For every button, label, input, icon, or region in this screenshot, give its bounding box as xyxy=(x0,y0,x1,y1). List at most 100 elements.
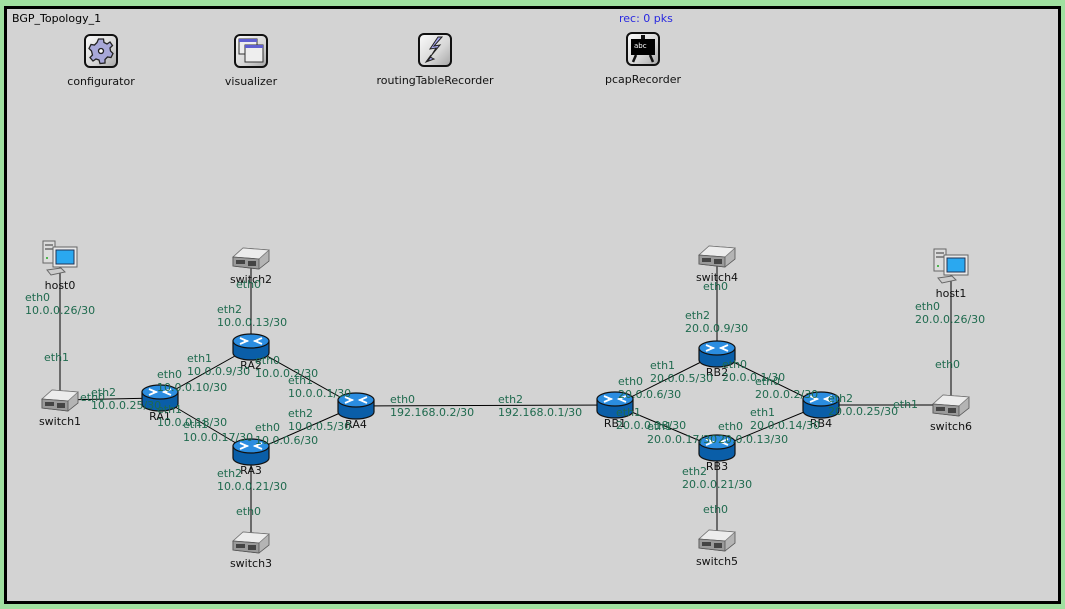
interface-name: eth1 xyxy=(288,374,314,387)
node-label: RA3 xyxy=(240,464,262,477)
interface-name: eth0 xyxy=(236,505,262,518)
svg-text:abc: abc xyxy=(634,42,647,50)
interface-name: eth0 xyxy=(255,354,281,367)
interface-name: eth2 xyxy=(288,407,314,420)
interface-name: eth0 xyxy=(935,358,961,371)
interface-address: 20.0.0.5/30 xyxy=(650,372,714,385)
interface-name: eth2 xyxy=(217,467,243,480)
switch-icon xyxy=(231,245,271,275)
router-icon xyxy=(336,390,376,426)
interface-label-switch1-eth1: eth1 xyxy=(44,351,69,364)
node-label: switch2 xyxy=(229,273,273,286)
interface-address: 20.0.0.1/30 xyxy=(722,371,786,384)
interface-name: eth0 xyxy=(80,391,106,404)
interface-name: eth0 xyxy=(390,393,416,406)
interface-label-switch6-eth0: eth0 xyxy=(935,358,960,371)
interface-name: eth0 xyxy=(703,280,729,293)
interface-address: 20.0.0.17/30 xyxy=(647,433,718,446)
router-icon xyxy=(595,389,635,425)
interface-name: eth0 xyxy=(722,358,748,371)
interface-name: eth0 xyxy=(915,300,941,313)
router-icon xyxy=(697,432,737,468)
interface-name: eth1 xyxy=(187,352,213,365)
node-label: RB4 xyxy=(809,417,833,430)
switch-icon xyxy=(697,527,737,557)
node-label: RA1 xyxy=(149,410,171,423)
interface-name: eth0 xyxy=(618,375,644,388)
node-label: RA4 xyxy=(345,418,367,431)
interface-label-switch1-eth0: eth0 xyxy=(80,391,105,404)
interface-address: 10.0.0.2/30 xyxy=(255,367,319,380)
interface-name: eth0 xyxy=(755,375,781,388)
interface-address: 20.0.0.13/30 xyxy=(718,433,789,446)
interface-name: eth0 xyxy=(718,420,744,433)
interface-label-switch6-eth1: eth1 xyxy=(893,398,918,411)
node-label: RB1 xyxy=(603,417,627,430)
node-label: switch6 xyxy=(929,420,973,433)
interface-address: 10.0.0.26/30 xyxy=(25,304,96,317)
switch-icon xyxy=(231,529,271,559)
interface-name: eth2 xyxy=(682,465,708,478)
interface-name: eth0 xyxy=(25,291,51,304)
host-computer-icon xyxy=(39,238,81,282)
interface-address: 10.0.0.17/30 xyxy=(183,431,254,444)
interface-label-switch5-eth0: eth0 xyxy=(703,503,728,516)
interface-label-switch3-eth0: eth0 xyxy=(236,505,261,518)
node-label: RB3 xyxy=(705,460,729,473)
interface-label-switch4-eth0: eth0 xyxy=(703,280,728,293)
node-label: host0 xyxy=(44,279,76,292)
network-canvas[interactable]: BGP_Topology_1 rec: 0 pks configurator v… xyxy=(4,6,1061,604)
links-layer xyxy=(59,256,952,542)
interface-address: 20.0.0.2/30 xyxy=(755,388,819,401)
blackboard-icon: abc xyxy=(626,32,660,66)
interface-name: eth1 xyxy=(157,403,183,416)
windows-icon xyxy=(234,34,268,68)
interface-name: eth0 xyxy=(255,421,281,434)
module-label: routingTableRecorder xyxy=(376,74,494,87)
router-icon xyxy=(801,389,841,425)
module-label: visualizer xyxy=(224,75,278,88)
interface-name: eth2 xyxy=(217,303,243,316)
interface-name: eth2 xyxy=(828,392,854,405)
interface-address: 10.0.0.18/30 xyxy=(157,416,228,429)
link-RA2-RA4[interactable] xyxy=(250,346,357,407)
interface-name: eth0 xyxy=(157,368,183,381)
interface-address: 20.0.0.14/30 xyxy=(750,419,821,432)
lightning-icon xyxy=(418,33,452,67)
interface-name: eth0 xyxy=(236,278,262,291)
network-title: BGP_Topology_1 xyxy=(12,12,102,25)
node-label: switch4 xyxy=(695,271,739,284)
gear-icon xyxy=(84,34,118,68)
node-label: switch3 xyxy=(229,557,273,570)
switch-icon xyxy=(931,392,971,422)
interface-name: eth1 xyxy=(647,420,673,433)
interface-address: 10.0.0.9/30 xyxy=(187,365,251,378)
interface-name: eth1 xyxy=(893,398,919,411)
link-RA4-RB1[interactable] xyxy=(355,404,616,407)
interface-address: 10.0.0.6/30 xyxy=(255,434,319,447)
interface-address: 192.168.0.2/30 xyxy=(390,406,475,419)
interface-label-switch2-eth0: eth0 xyxy=(236,278,261,291)
interface-name: eth2 xyxy=(91,386,117,399)
interface-name: eth0 xyxy=(703,503,729,516)
interface-address: 10.0.0.1/30 xyxy=(288,387,352,400)
switch-icon xyxy=(697,243,737,273)
host-computer-icon xyxy=(930,246,972,290)
interface-name: eth1 xyxy=(650,359,676,372)
